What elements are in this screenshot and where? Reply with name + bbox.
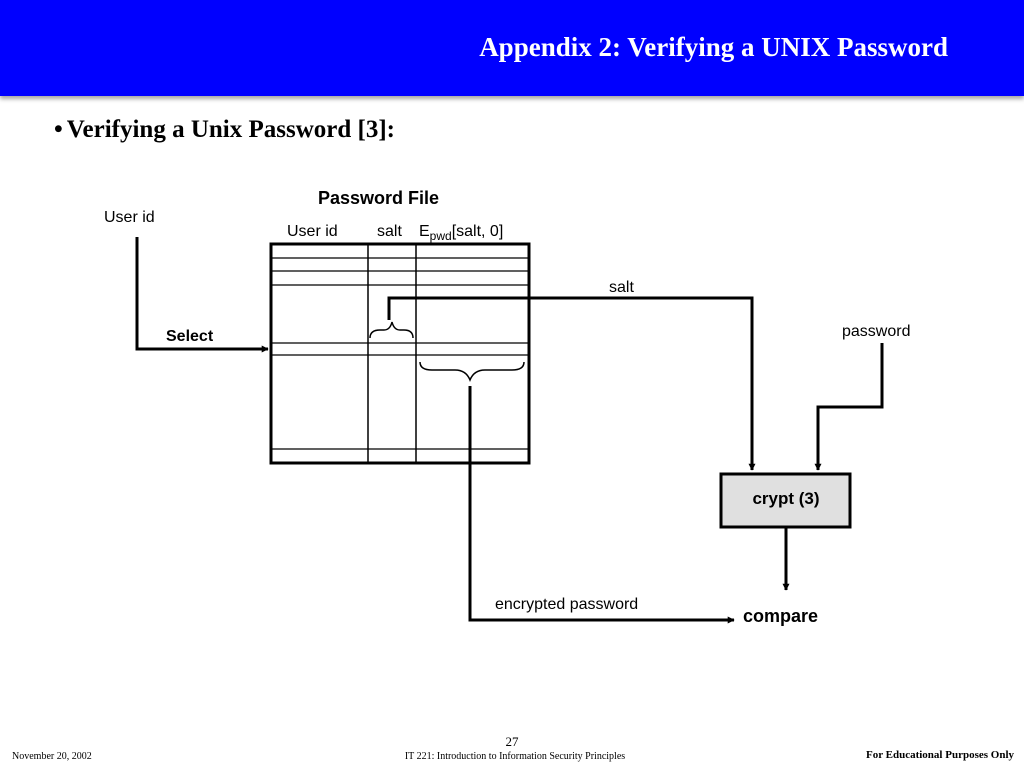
salt-brace-icon [369, 321, 414, 339]
password-input-label: password [842, 323, 910, 340]
user-id-select-arrow [135, 237, 269, 353]
column-header-encrypted-e: E [419, 223, 430, 240]
bullet-point: •Verifying a Unix Password [3]: [54, 116, 395, 144]
user-id-input-label: User id [104, 209, 155, 226]
salt-to-crypt-arrow [387, 296, 756, 471]
encrypted-password-label: encrypted password [495, 596, 638, 613]
footer-notice: For Educational Purposes Only [865, 749, 1014, 761]
crypt-box [719, 472, 852, 529]
bullet-text: Verifying a Unix Password [3]: [66, 116, 396, 143]
page-number: 27 [505, 734, 519, 749]
header-bar [0, 0, 1024, 96]
table-border [269, 242, 531, 465]
column-header-user-id: User id [287, 223, 338, 240]
crypt-box-label: crypt (3) [752, 489, 819, 508]
password-to-crypt-arrow [814, 343, 884, 471]
encrypted-password-arrow [468, 386, 735, 624]
column-header-encrypted-subscript: pwd [430, 229, 452, 243]
password-file-title: Password File [318, 188, 439, 208]
footer-course: IT 221: Introduction to Information Secu… [404, 751, 626, 762]
slide-title: Appendix 2: Verifying a UNIX Password [479, 32, 948, 62]
salt-flow-label: salt [609, 279, 634, 296]
column-header-salt: salt [377, 223, 402, 240]
password-file-table [269, 242, 531, 465]
column-header-encrypted-args: [salt, 0] [452, 223, 504, 240]
encrypted-brace-icon [419, 361, 525, 383]
bullet-symbol: • [54, 116, 63, 143]
select-label: Select [166, 328, 214, 345]
column-header-encrypted: Epwd[salt, 0] [419, 223, 503, 243]
footer-date: November 20, 2002 [12, 751, 92, 762]
compare-label: compare [743, 606, 818, 626]
